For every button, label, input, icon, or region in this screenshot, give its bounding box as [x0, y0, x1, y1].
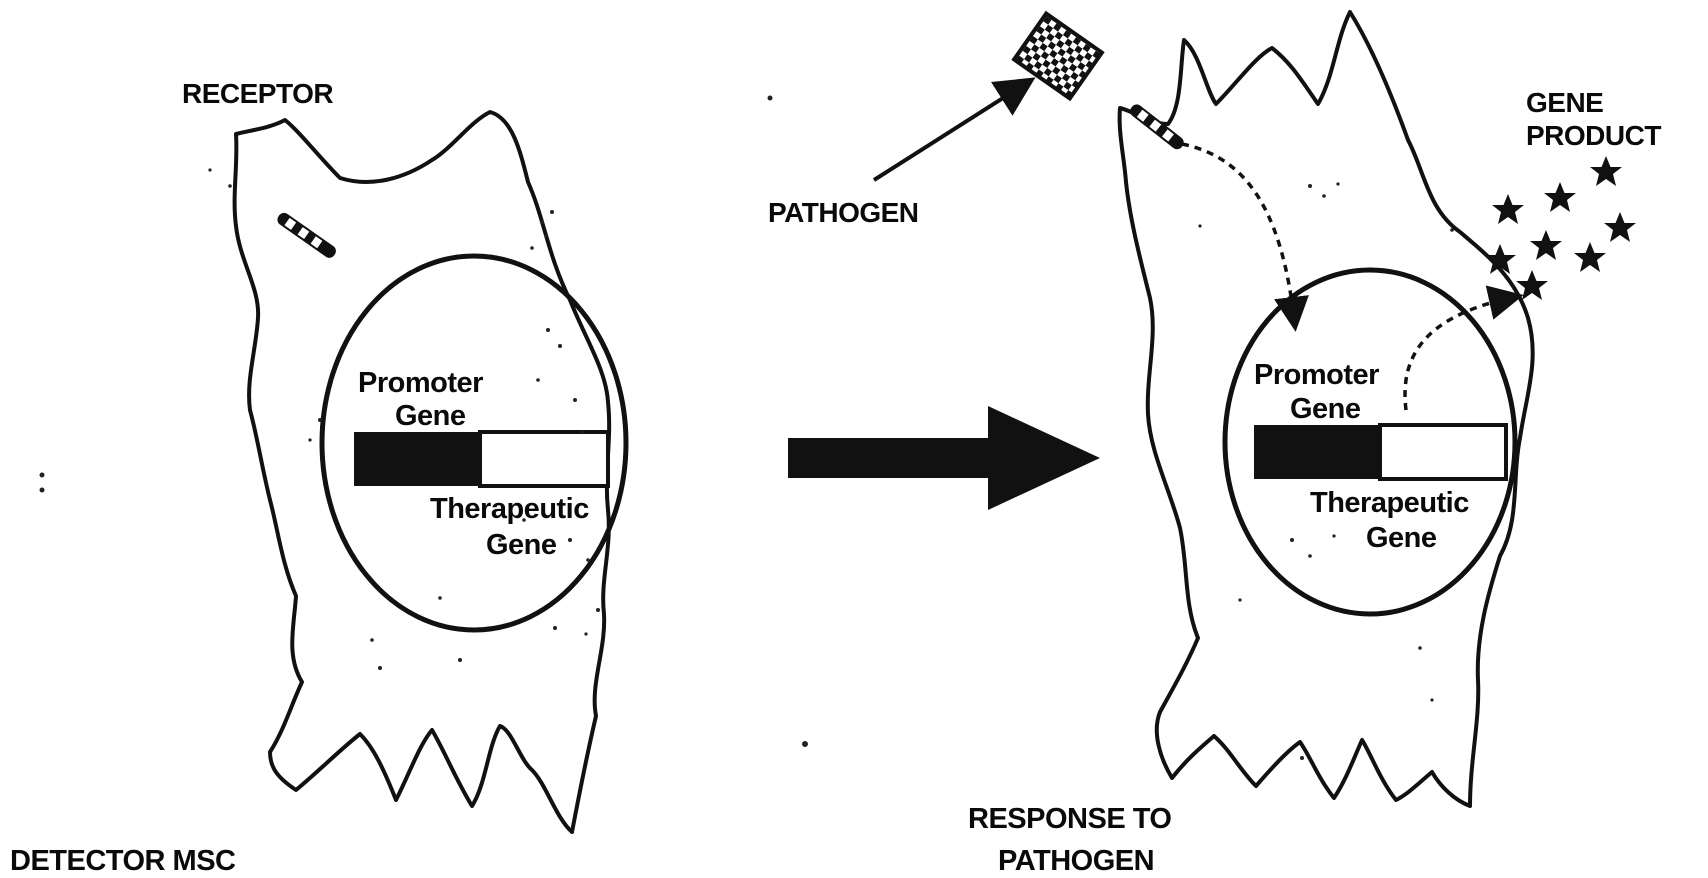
right-therapeutic-gene-label: Gene: [1366, 522, 1437, 554]
star-icon: [1544, 182, 1576, 212]
pathogen-label: PATHOGEN: [768, 197, 919, 228]
left-promoter-gene-bar: [354, 432, 480, 486]
star-icon: [1574, 242, 1606, 272]
star-icon: [1492, 194, 1524, 224]
response-caption-line2: PATHOGEN: [998, 845, 1154, 877]
left-therapeutic-label: Therapeutic: [430, 493, 589, 525]
left-therapeutic-gene-bar: [480, 432, 608, 486]
star-icon: [1530, 230, 1562, 260]
detector-msc-panel: RECEPTOR Promoter Gene Therapeutic Gene …: [10, 78, 626, 877]
left-promoter-gene-label: Gene: [395, 400, 466, 432]
right-promoter-label: Promoter: [1254, 359, 1379, 391]
receptor-icon: [275, 211, 338, 261]
right-receptor-icon: [1128, 102, 1186, 152]
signal-path-to-promoter: [1182, 144, 1294, 318]
right-promoter-gene-label: Gene: [1290, 393, 1361, 425]
transition-arrow-icon: [788, 406, 1100, 510]
star-icon: [1590, 156, 1622, 186]
left-promoter-label: Promoter: [358, 367, 483, 399]
right-promoter-gene-bar: [1254, 425, 1380, 479]
gene-product-label-line1: GENE: [1526, 87, 1603, 118]
receptor-label: RECEPTOR: [182, 78, 333, 109]
gene-product-label-line2: PRODUCT: [1526, 120, 1661, 151]
star-icon: [1604, 212, 1636, 242]
right-therapeutic-gene-bar: [1380, 425, 1506, 479]
pathogen-icon: [1014, 14, 1102, 99]
right-therapeutic-label: Therapeutic: [1310, 487, 1469, 519]
left-therapeutic-gene-label: Gene: [486, 529, 557, 561]
pathogen-pointer-arrow: [874, 86, 1022, 180]
response-caption-line1: RESPONSE TO: [968, 803, 1171, 835]
detector-msc-caption: DETECTOR MSC: [10, 845, 236, 877]
